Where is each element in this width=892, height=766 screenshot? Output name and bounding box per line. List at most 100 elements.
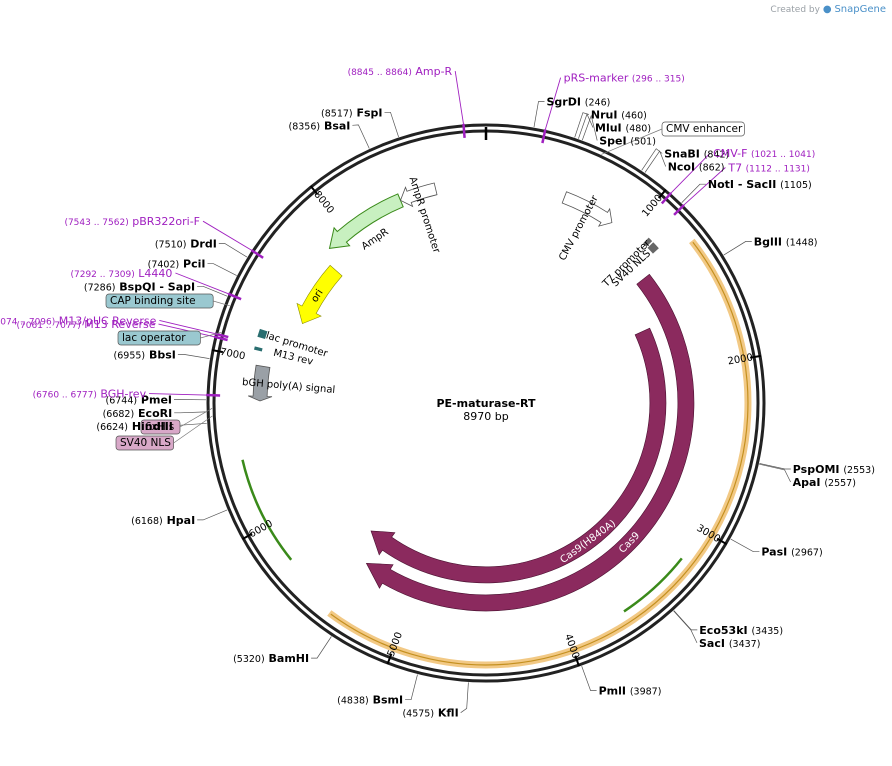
enzyme-name: BspQI - SapI — [119, 280, 195, 293]
tick-mark — [211, 349, 224, 354]
feature-sv40-nls — [647, 242, 659, 254]
primer-range: (8845 .. 8864) — [348, 68, 412, 78]
enzyme-name: NcoI — [668, 161, 695, 174]
enzyme-position: (2967) — [791, 548, 823, 559]
feature-ampr-label: AmpR — [360, 227, 391, 253]
enzyme-pmli: PmlI (3987) — [599, 685, 662, 698]
enzyme-name: NotI - SacII — [708, 178, 776, 191]
primer-name: BGH-rev — [100, 388, 146, 401]
enzyme-name: SpeI — [599, 135, 626, 148]
enzyme-position: (501) — [630, 137, 656, 148]
feature-cmv-promoter — [561, 191, 613, 227]
primer-mark — [462, 123, 466, 138]
primer-mark — [673, 204, 685, 216]
enzyme-name: BglII — [754, 235, 782, 248]
enzyme-position: (3437) — [729, 639, 761, 650]
enzyme-leader — [730, 538, 760, 553]
enzyme-position: (246) — [585, 98, 611, 109]
enzyme-name: Eco53kI — [699, 624, 747, 637]
watermark-brand: SnapGene — [834, 4, 886, 15]
plasmid-size: 8970 bp — [463, 410, 509, 423]
primer-leader — [158, 323, 215, 338]
enzyme-position: (6744) — [105, 396, 137, 407]
enzyme-name: DrdI — [190, 238, 217, 251]
watermark-created-by: Created by — [770, 5, 820, 15]
boxed-leader — [200, 331, 222, 339]
enzyme-leader — [405, 674, 418, 701]
enzyme-bamhi: (5320) BamHI — [233, 652, 309, 665]
feature-ampr — [328, 193, 404, 249]
primer-m13-reverse: (7061 .. 7077) M13 Reverse — [17, 318, 156, 331]
orf-arrow-lower — [241, 459, 293, 561]
primer-name: CMV-F — [713, 147, 747, 160]
primer-bgh-rev: (6760 .. 6777) BGH-rev — [33, 388, 147, 401]
primer-range: (7061 .. 7077) — [17, 321, 81, 331]
enzyme-ecori: (6682) EcoRI — [103, 407, 173, 420]
enzyme-name: BamHI — [269, 652, 310, 665]
orf-arrow-cas9 — [623, 557, 683, 613]
primer-leader — [544, 77, 562, 130]
enzyme-leader — [218, 243, 248, 258]
tick-label: 2000 — [727, 352, 754, 367]
boxed-leader — [213, 300, 230, 307]
enzyme-leader — [207, 263, 237, 276]
enzyme-position: (6955) — [114, 350, 146, 361]
feature-cas9-h840a — [370, 327, 667, 584]
enzyme-name: EcoRI — [138, 407, 172, 420]
enzyme-name: SacI — [699, 637, 725, 650]
enzyme-position: (1105) — [780, 180, 812, 191]
primer-leader — [683, 167, 726, 206]
boxed-6xhis: 6xHis — [145, 421, 174, 433]
enzyme-position: (480) — [625, 124, 651, 135]
enzyme-leader — [177, 354, 210, 359]
enzyme-leader — [197, 509, 228, 521]
enzyme-leader — [581, 665, 597, 691]
enzyme-leader — [581, 114, 598, 141]
enzyme-leader — [352, 124, 370, 149]
enzyme-position: (4838) — [337, 696, 369, 707]
enzyme-name: KflI — [438, 707, 459, 720]
enzyme-bbsi: (6955) BbsI — [114, 348, 176, 361]
tick-label: 1000 — [640, 193, 665, 220]
boxed-leader — [179, 407, 213, 428]
enzyme-hpai: (6168) HpaI — [131, 514, 195, 527]
feature-t7-promoter — [643, 237, 653, 247]
enzyme-leader — [681, 183, 706, 204]
primer-mark — [214, 332, 229, 339]
orf-band-line — [330, 241, 749, 666]
primer-name: T7 — [727, 162, 742, 175]
primer-mark — [250, 249, 264, 259]
enzyme-position: (7510) — [155, 240, 187, 251]
enzyme-position: (460) — [621, 111, 647, 122]
feature-cas9 — [365, 273, 695, 612]
enzyme-leader — [578, 113, 594, 139]
primer-range: (6760 .. 6777) — [33, 391, 97, 401]
enzyme-leader — [574, 112, 590, 138]
enzyme-ncoi: NcoI (862) — [668, 161, 725, 174]
primer-range: (1112 .. 1131) — [746, 165, 810, 175]
enzyme-name: SgrDI — [547, 96, 581, 109]
enzyme-position: (4575) — [402, 709, 434, 720]
enzyme-pmei: (6744) PmeI — [105, 394, 172, 407]
primer-range: (7074 .. 7096) — [0, 318, 55, 328]
enzyme-kfli: (4575) KflI — [402, 707, 458, 720]
primer-pbr322ori-f: (7543 .. 7562) pBR322ori-F — [64, 215, 200, 228]
primer-leader — [454, 71, 464, 124]
primer-name: M13/pUC Reverse — [59, 315, 157, 328]
tick-mark — [716, 537, 728, 546]
enzyme-position: (842) — [704, 150, 730, 161]
enzyme-bsai: (8356) BsaI — [289, 119, 351, 132]
primer-mark — [541, 129, 547, 144]
primer-name: pBR322ori-F — [132, 215, 200, 228]
enzyme-snabi: SnaBI (842) — [664, 148, 729, 161]
enzyme-pasi: PasI (2967) — [761, 546, 822, 559]
primer-mark — [660, 192, 673, 205]
boxed-cap-binding-site: CAP binding site — [110, 295, 196, 307]
enzyme-name: PspOMI — [793, 463, 840, 476]
enzyme-position: (862) — [699, 163, 725, 174]
primer-cmv-f: CMV-F (1021 .. 1041) — [713, 147, 815, 160]
enzyme-position: (6624) — [96, 422, 128, 433]
tick-label: 7000 — [219, 347, 246, 363]
